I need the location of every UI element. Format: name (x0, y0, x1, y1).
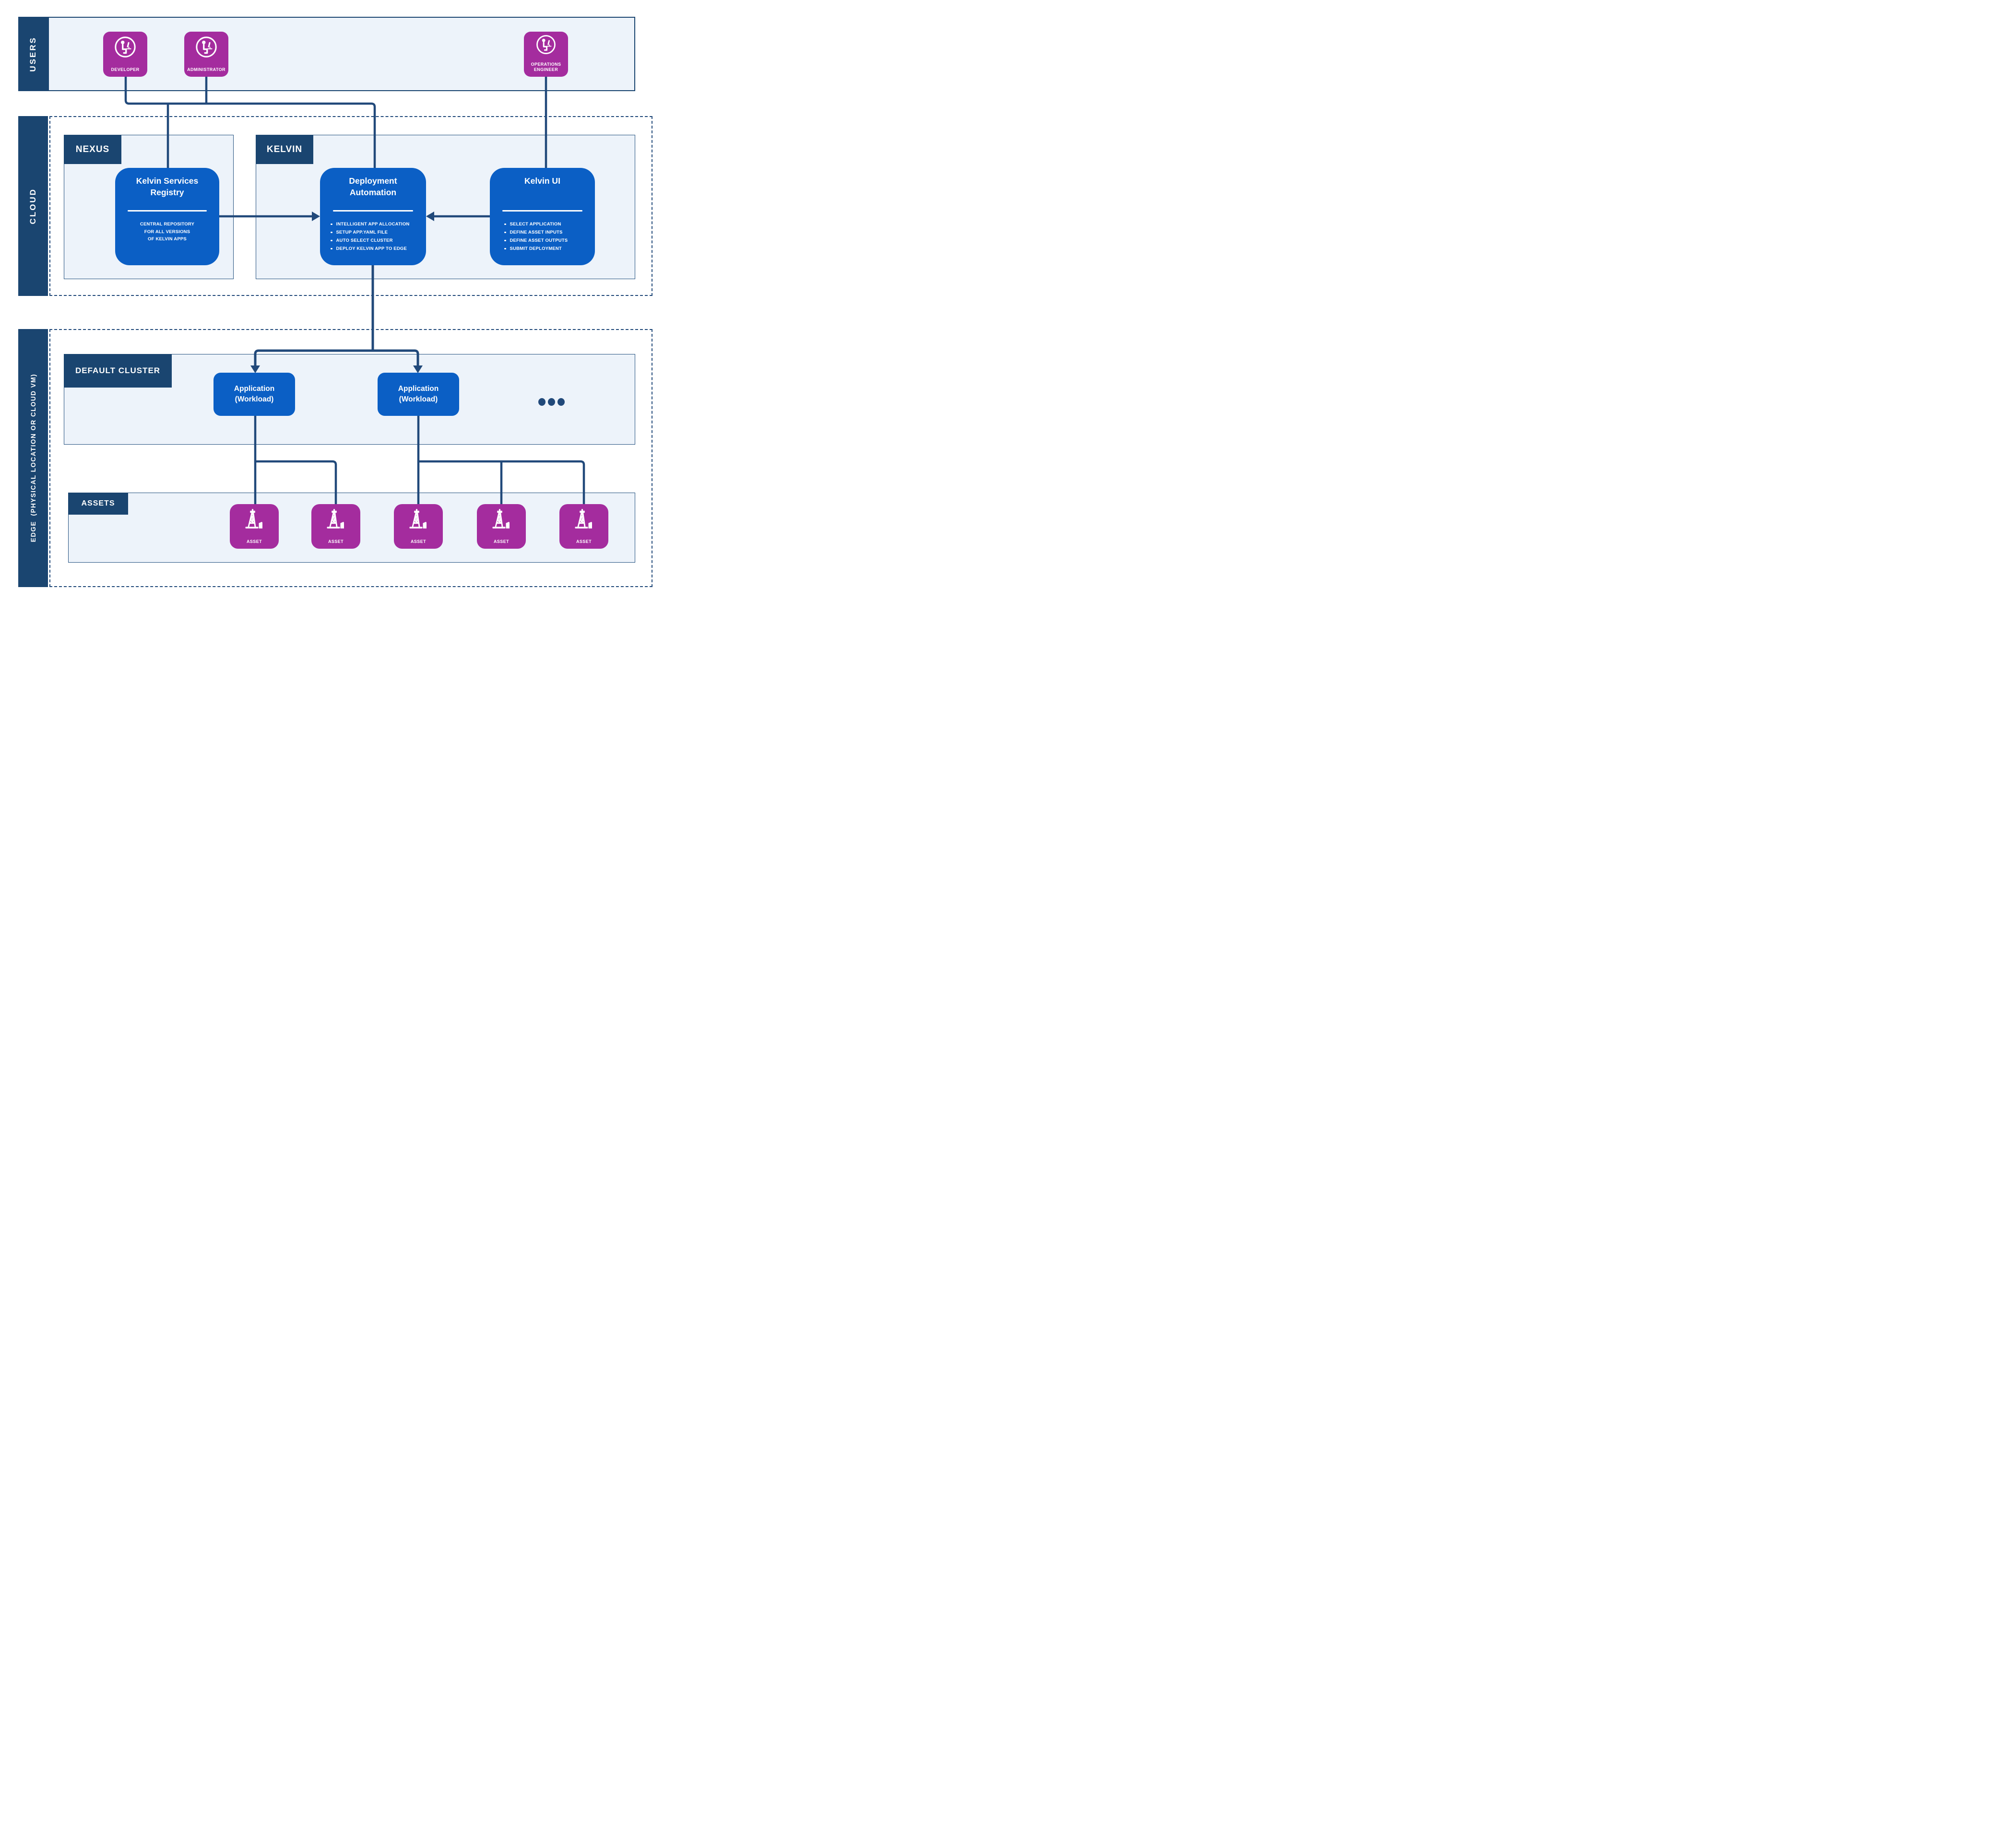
deployment-automation-title: Deployment Automation (349, 176, 397, 197)
default-cluster-tab: DEFAULT CLUSTER (64, 354, 172, 388)
application-workload-card-1: Application (Workload) (213, 373, 295, 416)
administrator-card: ADMINISTRATOR (184, 32, 228, 77)
more-applications-ellipsis (538, 398, 565, 406)
connector-lines (124, 76, 585, 505)
divider (128, 210, 207, 212)
list-item: AUTO SELECT CLUSTER (331, 238, 422, 243)
bullet-icon (331, 247, 332, 250)
application-workload-card-2: Application (Workload) (378, 373, 459, 416)
bullet-icon (331, 223, 332, 225)
developer-card: DEVELOPER (103, 32, 147, 77)
nexus-tab: NEXUS (64, 135, 121, 164)
asset-label: ASSET (576, 539, 592, 544)
bullet-icon (331, 231, 332, 234)
application-2-arrowhead (413, 365, 423, 373)
oil-derrick-icon (572, 508, 596, 531)
developer-label: DEVELOPER (111, 67, 140, 72)
application-1-arrowhead (250, 365, 260, 373)
list-item: INTELLIGENT APP ALLOCATION (331, 222, 422, 227)
user-at-computer-icon (195, 35, 218, 59)
operations-engineer-card: OPERATIONS ENGINEER (524, 32, 568, 77)
asset-label: ASSET (493, 539, 509, 544)
developer-to-deployment-line (124, 76, 376, 168)
asset-label: ASSET (328, 539, 344, 544)
ellipsis-dot (548, 398, 555, 406)
bullet-icon (331, 239, 332, 242)
kelvin-ui-card: Kelvin UI SELECT APPLICATION DEFINE ASSE… (490, 168, 595, 265)
list-item: SELECT APPLICATION (504, 222, 591, 227)
application-2-to-asset-5-line (418, 460, 585, 505)
user-at-computer-icon (114, 35, 137, 59)
branch-to-application-1-line (254, 349, 373, 366)
user-at-computer-icon (535, 34, 557, 55)
operations-engineer-label: OPERATIONS ENGINEER (531, 61, 561, 72)
asset-card-4: ASSET (477, 504, 526, 549)
registry-description: CENTRAL REPOSITORY FOR ALL VERSIONS OF K… (140, 222, 195, 242)
deployment-automation-feature-list: INTELLIGENT APP ALLOCATION SETUP APP.YAM… (331, 222, 422, 254)
kelvin-ui-feature-list: SELECT APPLICATION DEFINE ASSET INPUTS D… (504, 222, 591, 254)
cloud-band-label-bar: CLOUD (18, 116, 48, 296)
application-1-to-asset-2-line (255, 460, 337, 505)
oil-derrick-icon (324, 508, 348, 531)
kelvin-ui-title: Kelvin UI (524, 176, 560, 186)
list-item: DEFINE ASSET INPUTS (504, 230, 591, 235)
oil-derrick-icon (489, 508, 513, 531)
branch-to-application-2-line (373, 349, 419, 366)
list-item: DEPLOY KELVIN APP TO EDGE (331, 246, 422, 251)
oil-derrick-icon (242, 508, 266, 531)
list-item: SETUP APP.YAML FILE (331, 230, 422, 235)
deployment-automation-card: Deployment Automation INTELLIGENT APP AL… (320, 168, 426, 265)
ellipsis-dot (538, 398, 546, 406)
ellipsis-dot (557, 398, 565, 406)
bullet-icon (504, 239, 506, 242)
list-item: SUBMIT DEPLOYMENT (504, 246, 591, 251)
bullet-icon (504, 223, 506, 225)
registry-to-deployment-arrowhead (312, 212, 320, 221)
kelvin-ui-to-deployment-arrowhead (426, 212, 434, 221)
asset-card-2: ASSET (311, 504, 360, 549)
assets-tab: ASSETS (68, 493, 128, 515)
asset-card-3: ASSET (394, 504, 443, 549)
divider (332, 210, 414, 212)
administrator-label: ADMINISTRATOR (187, 67, 225, 72)
oil-derrick-icon (406, 508, 430, 531)
architecture-diagram: USERS DEVELOPER ADMINISTRATOR OPERATIONS… (0, 0, 672, 609)
bullet-icon (504, 231, 506, 234)
kelvin-tab: KELVIN (256, 135, 313, 164)
edge-band-label-bar: EDGE (PHYSICAL LOCATION OR CLOUD VM) (18, 329, 48, 587)
kelvin-services-registry-card: Kelvin Services Registry CENTRAL REPOSIT… (115, 168, 219, 265)
bullet-icon (504, 247, 506, 250)
registry-title: Kelvin Services Registry (136, 176, 199, 197)
asset-card-1: ASSET (230, 504, 279, 549)
asset-label: ASSET (246, 539, 262, 544)
divider (502, 210, 582, 212)
list-item: DEFINE ASSET OUTPUTS (504, 238, 591, 243)
asset-label: ASSET (410, 539, 426, 544)
asset-card-5: ASSET (559, 504, 608, 549)
users-band-label-bar: USERS (18, 17, 48, 91)
